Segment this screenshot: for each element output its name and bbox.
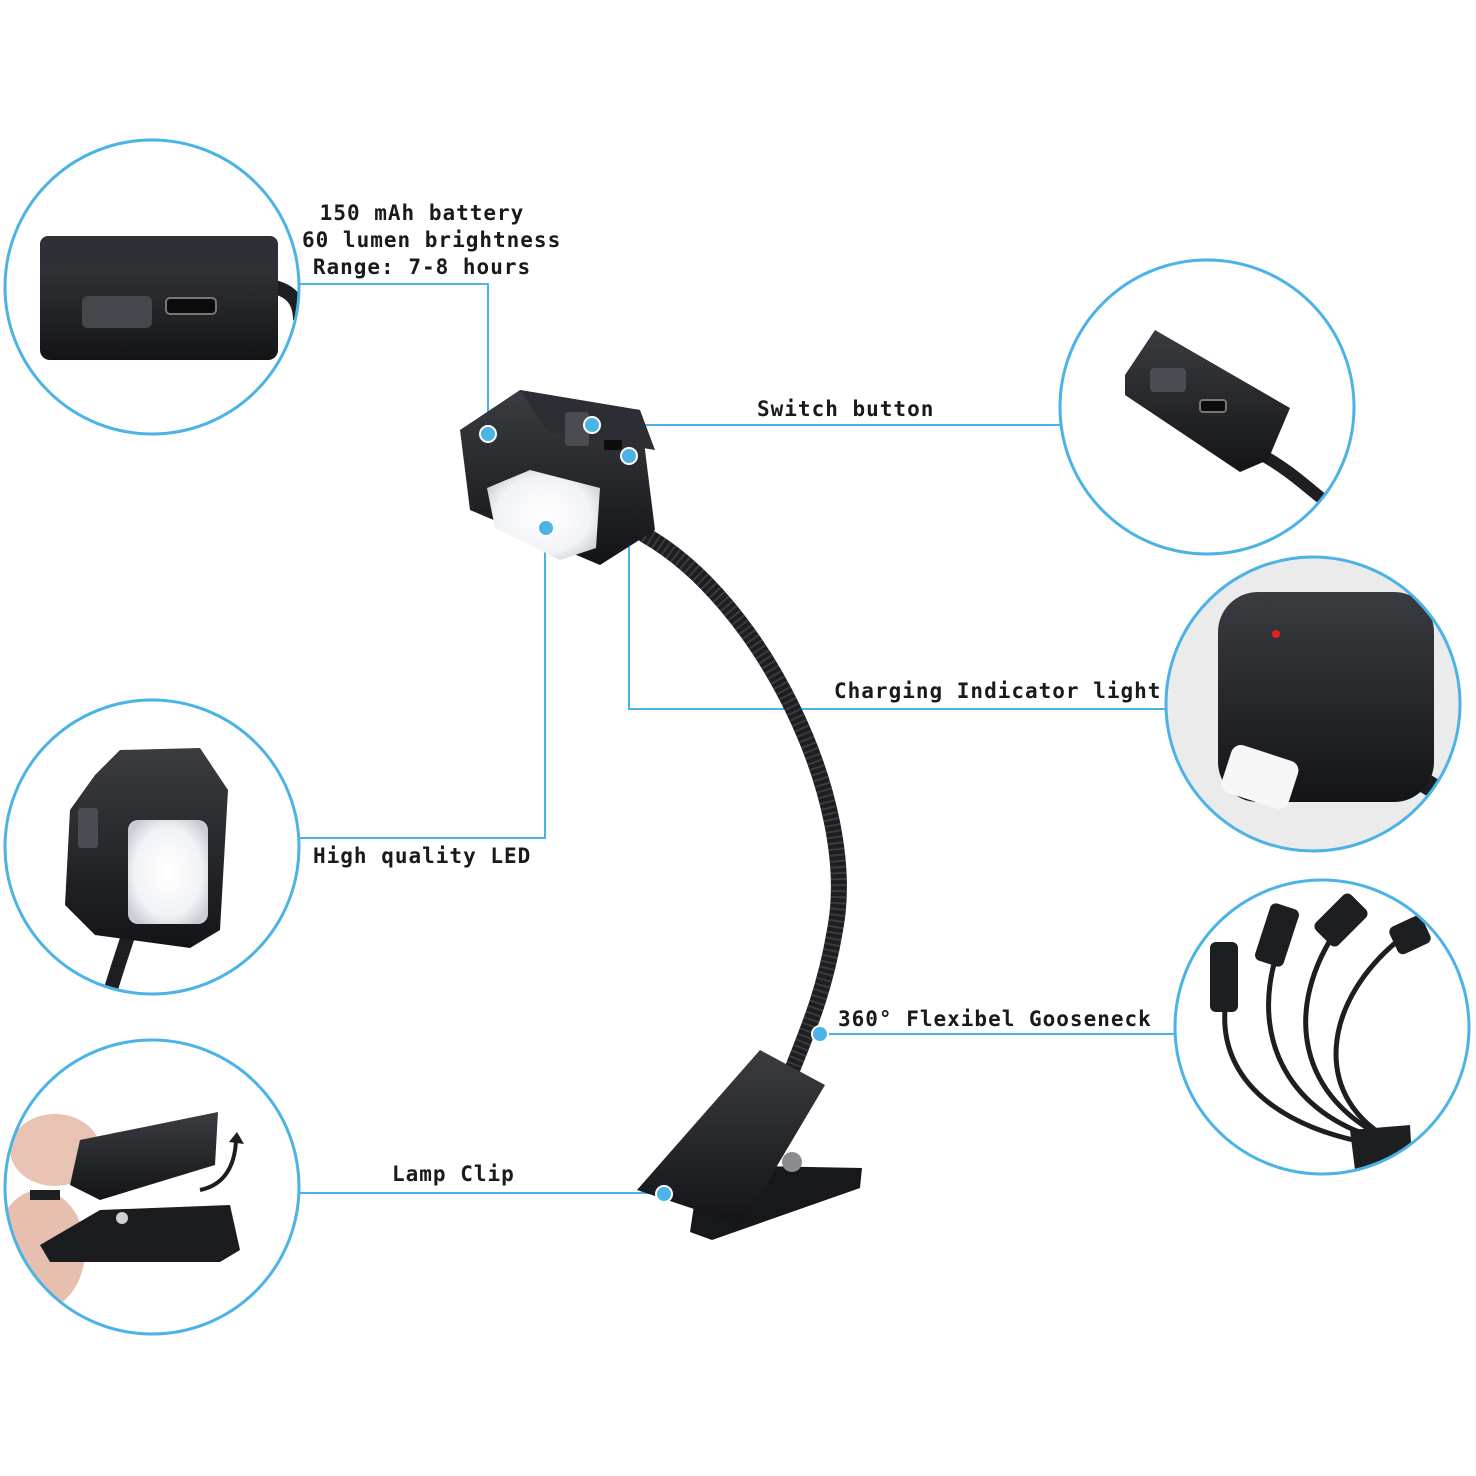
switch-detail-icon [1058, 258, 1356, 556]
lamp-head [460, 390, 655, 565]
battery-specs-label: 150 mAh battery 60 lumen brightness Rang… [302, 200, 562, 281]
lamp-clip [637, 1050, 862, 1240]
connector-dots [479, 416, 829, 1203]
battery-connector [300, 283, 489, 432]
charging-indicator-label: Charging Indicator light [834, 679, 1162, 703]
clip-detail-icon [3, 1038, 301, 1336]
range-text: Range: 7-8 hours [312, 255, 532, 279]
gooseneck-detail-icon [1173, 878, 1471, 1176]
charging-light-detail-icon [1164, 555, 1462, 853]
led-label: High quality LED [313, 844, 532, 868]
brightness-text: 60 lumen brightness [302, 228, 562, 252]
led-detail-icon [3, 698, 301, 996]
battery-detail-icon [3, 138, 301, 436]
lamp-clip-label: Lamp Clip [392, 1162, 515, 1186]
battery-capacity-text: 150 mAh battery [319, 201, 525, 225]
gooseneck-label: 360° Flexibel Gooseneck [838, 1007, 1152, 1031]
connector-lines [300, 283, 1174, 1194]
switch-button-label: Switch button [757, 397, 935, 421]
gooseneck-ribs [641, 528, 847, 1078]
gooseneck-arm [637, 527, 847, 1083]
led-connector [300, 528, 546, 839]
